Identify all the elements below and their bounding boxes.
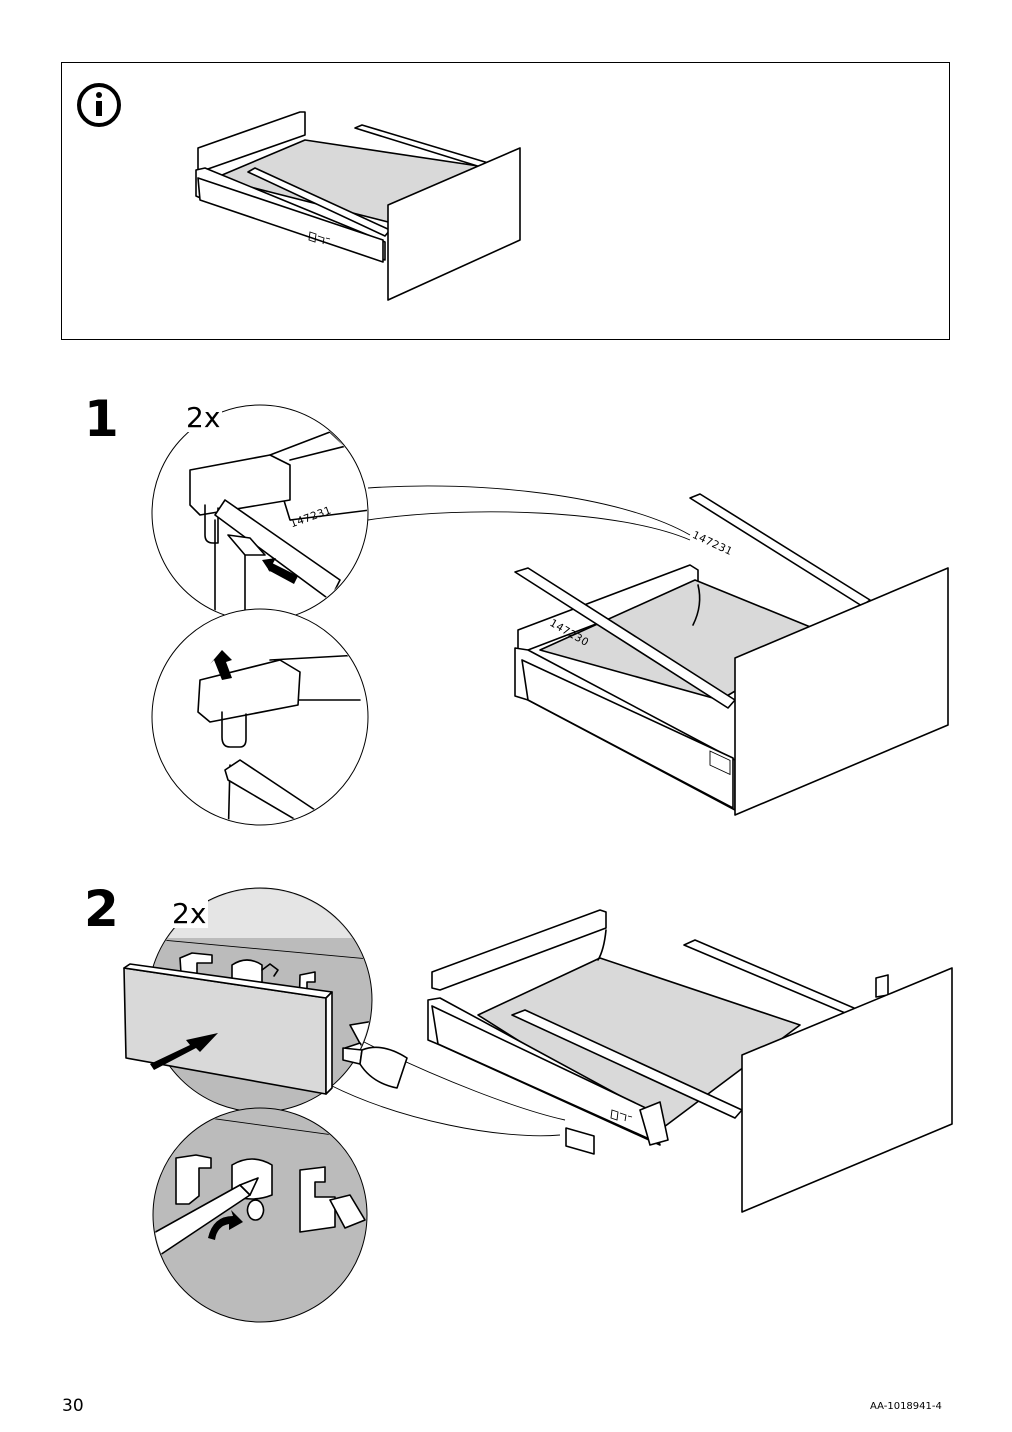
page-number: 30 <box>62 1396 84 1416</box>
step-1-number: 1 <box>84 390 119 448</box>
step-2-number: 2 <box>84 880 119 938</box>
document-code: AA-1018941-4 <box>870 1401 942 1412</box>
step-2-quantity: 2x <box>170 897 209 930</box>
info-panel <box>61 62 950 340</box>
step-1-quantity: 2x <box>184 401 223 434</box>
info-icon <box>77 83 121 127</box>
